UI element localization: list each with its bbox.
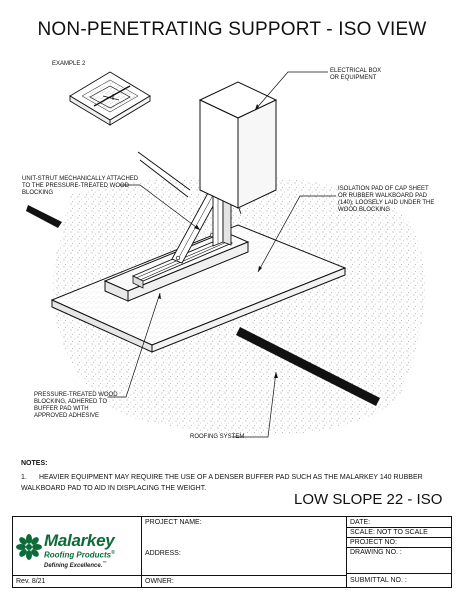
divider [141,517,142,587]
leader-unit-strut [120,184,201,231]
logo-subtitle: Roofing Products® [44,550,115,560]
label-example-2: EXAMPLE 2 [52,61,86,67]
isolation-pad-top-texture [52,225,345,345]
conduit [137,151,191,191]
drawing-no-field: DRAWING NO. : [350,549,402,556]
divider [346,537,451,538]
revision-label: Rev. 8/21 [16,578,46,585]
divider [346,547,451,548]
project-no-field: PROJECT NO: [350,539,397,546]
submittal-no-field: SUBMITTAL NO. : [350,577,407,584]
divider [13,575,346,576]
leader-electrical-box [254,71,328,111]
wood-blocking-side [127,241,249,302]
isolation-pad-edge-right [151,267,346,353]
label-roofing-system: ROOFING SYSTEM [190,434,245,440]
drawing-title: NON-PENETRATING SUPPORT - ISO VIEW [37,19,427,40]
owner-field: OWNER: [145,578,174,585]
note-item: 1.HEAVIER EQUIPMENT MAY REQUIRE THE USE … [21,474,423,492]
divider [346,573,451,574]
label-electrical-box: ELECTRICAL BOX OR EQUIPMENT [330,68,382,81]
leader-isolation-pad [257,195,336,273]
electrical-box-front [199,99,239,209]
divider [346,527,451,528]
date-field: DATE: [350,519,371,526]
drawing-identifier: LOW SLOPE 22 - ISO [294,491,443,508]
title-block: Malarkey Roofing Products® Defining Exce… [12,516,452,588]
membrane-seam-left [26,205,62,228]
divider [346,517,347,587]
membrane-seam-right [236,327,380,406]
logo-tagline: Defining Excellence.™ [44,560,107,569]
leader-roofing-system [232,371,277,438]
example-2-inset [69,71,151,126]
address-field: ADDRESS: [145,550,181,557]
malarkey-logo: Malarkey Roofing Products® Defining Exce… [16,531,142,573]
project-name-field: PROJECT NAME: [145,519,202,526]
label-isolation-pad: ISOLATION PAD OF CAP SHEET OR RUBBER WAL… [338,186,435,213]
scale-field: SCALE: NOT TO SCALE [350,529,428,536]
logo-brand-name: Malarkey [44,531,115,550]
conduit [139,159,189,198]
electrical-box-side [237,99,277,209]
leaf-logo-icon [16,534,42,560]
notes-heading: NOTES: [21,460,48,467]
label-unit-strut: UNIT-STRUT MECHANICALLY ATTACHED TO THE … [22,176,139,196]
label-wood-blocking: PRESSURE-TREATED WOOD BLOCKING, ADHERED … [34,392,118,419]
leader-wood-blocking [108,292,161,398]
